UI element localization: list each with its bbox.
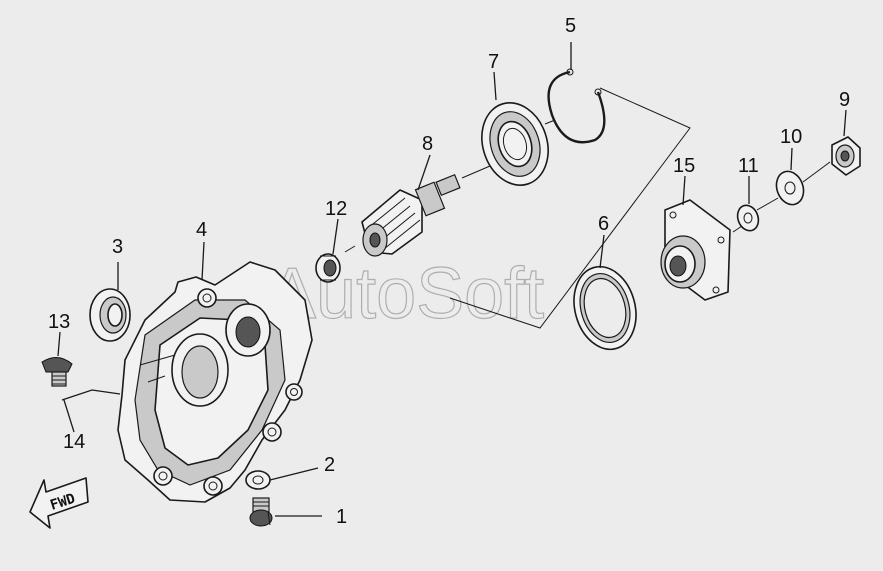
callout-4[interactable]: 4 (196, 219, 207, 241)
forward-direction-marker: FWD (29, 477, 89, 529)
callout-10[interactable]: 10 (780, 126, 802, 148)
drain-bolt[interactable] (249, 497, 273, 527)
callout-11[interactable]: 11 (738, 155, 759, 177)
callout-numbers: 1 2 3 4 5 6 7 8 9 10 11 12 13 14 15 (48, 15, 850, 528)
callout-3[interactable]: 3 (112, 236, 123, 258)
o-ring[interactable] (565, 260, 645, 357)
fwd-label: FWD (48, 491, 77, 514)
ball-bearing[interactable] (472, 94, 559, 194)
callout-1[interactable]: 1 (336, 506, 347, 528)
forward-arrow-icon (29, 477, 89, 529)
sealing-washer[interactable] (245, 470, 271, 490)
callout-7[interactable]: 7 (488, 51, 499, 73)
breather-plug[interactable] (41, 357, 73, 387)
snap-ring[interactable] (547, 68, 606, 144)
washer[interactable] (772, 168, 808, 209)
pinion-gear[interactable] (361, 173, 461, 257)
output-flange[interactable] (660, 199, 731, 301)
flange-nut[interactable] (831, 136, 861, 176)
needle-bearing[interactable] (315, 253, 341, 283)
watermark: AutoSoft (268, 254, 544, 334)
callout-12[interactable]: 12 (325, 198, 347, 220)
callout-13[interactable]: 13 (48, 311, 70, 333)
callout-2[interactable]: 2 (324, 454, 335, 476)
breather-pin[interactable] (61, 389, 121, 401)
small-washer[interactable] (734, 202, 762, 233)
callout-14[interactable]: 14 (63, 431, 85, 453)
callout-8[interactable]: 8 (422, 133, 433, 155)
leader-lines (57, 42, 847, 517)
assembly-axis-lines (267, 87, 831, 526)
callout-15[interactable]: 15 (673, 155, 695, 177)
gear-case-housing[interactable] (117, 261, 313, 503)
callout-9[interactable]: 9 (839, 89, 850, 111)
oil-seal[interactable] (89, 288, 131, 342)
callout-5[interactable]: 5 (565, 15, 576, 37)
callout-6[interactable]: 6 (598, 213, 609, 235)
